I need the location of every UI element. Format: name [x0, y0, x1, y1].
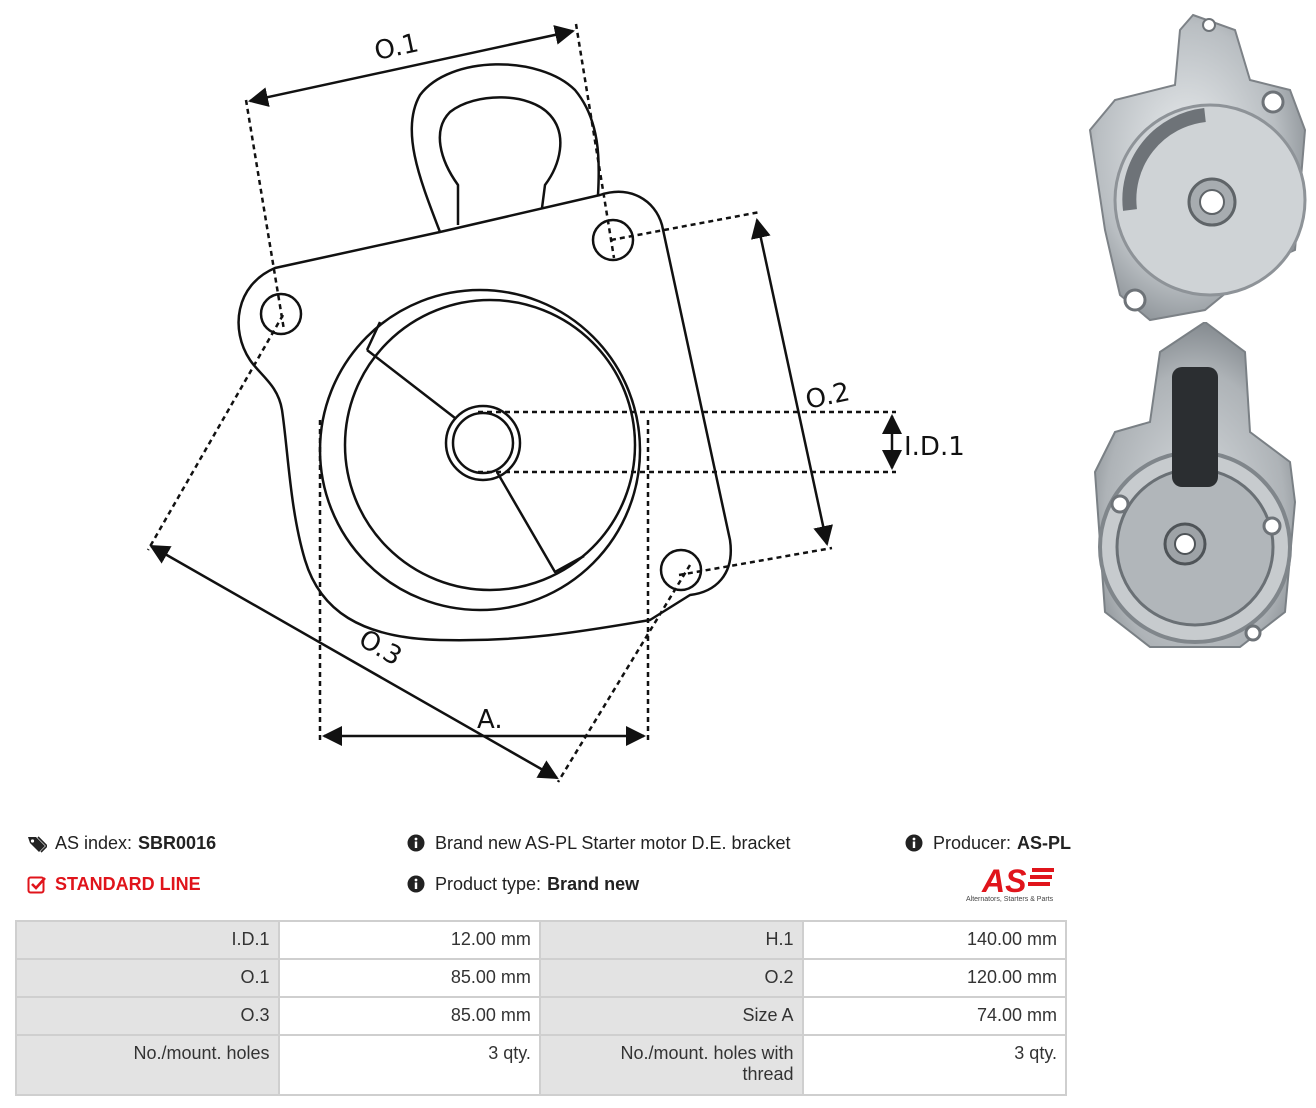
standard-line-label: STANDARD LINE	[55, 874, 201, 894]
as-index-value: SBR0016	[138, 833, 217, 853]
window-cut	[365, 321, 585, 574]
label-o2: O.2	[803, 377, 852, 416]
table-row: O.3 85.00 mm Size A 74.00 mm	[15, 996, 1068, 1036]
spec-label: Size A	[538, 996, 804, 1036]
spec-value: 3 qty.	[277, 1034, 541, 1096]
spec-value: 140.00 mm	[801, 920, 1068, 960]
tags-icon	[27, 834, 47, 854]
spec-label: O.2	[538, 958, 804, 998]
product-type-label: Product type:	[435, 874, 542, 894]
product-type-row: Product type: Brand new	[407, 874, 639, 895]
bore-outer	[444, 404, 522, 482]
table-row: I.D.1 12.00 mm H.1 140.00 mm	[15, 920, 1068, 960]
info-icon	[905, 834, 925, 854]
producer-label: Producer:	[933, 833, 1012, 853]
specs-table: I.D.1 12.00 mm H.1 140.00 mm O.1 85.00 m…	[15, 920, 1068, 1096]
description-text: Brand new AS-PL Starter motor D.E. brack…	[435, 833, 791, 853]
mount-hole-top	[591, 218, 635, 262]
bracket-outline	[237, 190, 733, 642]
table-row: O.1 85.00 mm O.2 120.00 mm	[15, 958, 1068, 998]
spec-label: No./mount. holes	[15, 1034, 280, 1096]
logo-text: AS	[981, 864, 1027, 896]
producer-value: AS-PL	[1017, 833, 1072, 853]
dim-o3	[149, 544, 559, 780]
dim-o1	[248, 25, 575, 107]
spec-value: 85.00 mm	[277, 958, 541, 998]
info-icon	[407, 875, 427, 895]
bracket-back-photo	[1093, 322, 1297, 648]
bracket-front-photo	[1088, 13, 1307, 322]
as-index-row: AS index: SBR0016	[27, 833, 216, 854]
check-square-icon	[27, 875, 47, 895]
as-pl-logo: AS Alternators, Starters & Parts	[960, 863, 1070, 906]
spec-label: O.3	[15, 996, 280, 1036]
spec-value: 3 qty.	[801, 1034, 1068, 1096]
technical-drawing: O.1 O.2 I.D.1 O.3 A.	[146, 23, 965, 783]
mount-hole-left	[259, 292, 303, 336]
spec-value: 120.00 mm	[801, 958, 1068, 998]
description-row: Brand new AS-PL Starter motor D.E. brack…	[407, 833, 790, 854]
spec-value: 85.00 mm	[277, 996, 541, 1036]
info-icon	[407, 834, 427, 854]
mount-hole-bottom	[659, 548, 703, 592]
spec-label: O.1	[15, 958, 280, 998]
dim-o2	[751, 218, 833, 546]
label-a: A.	[477, 705, 503, 735]
inner-ring	[343, 298, 637, 592]
outer-ring	[318, 288, 642, 612]
bore-inner	[451, 411, 515, 475]
label-o1: O.1	[372, 28, 421, 67]
standard-line-row: STANDARD LINE	[27, 874, 201, 895]
nose-inner	[438, 96, 562, 225]
logo-tagline: Alternators, Starters & Parts	[966, 896, 1054, 903]
as-index-label: AS index:	[55, 833, 133, 853]
producer-row: Producer: AS-PL	[905, 833, 1071, 854]
label-id1: I.D.1	[904, 432, 965, 462]
spec-value: 12.00 mm	[277, 920, 541, 960]
product-type-value: Brand new	[547, 874, 640, 894]
table-row: No./mount. holes 3 qty. No./mount. holes…	[15, 1034, 1068, 1096]
spec-label: No./mount. holes with thread	[538, 1034, 804, 1096]
spec-label: I.D.1	[15, 920, 280, 960]
spec-label: H.1	[538, 920, 804, 960]
spec-value: 74.00 mm	[801, 996, 1068, 1036]
